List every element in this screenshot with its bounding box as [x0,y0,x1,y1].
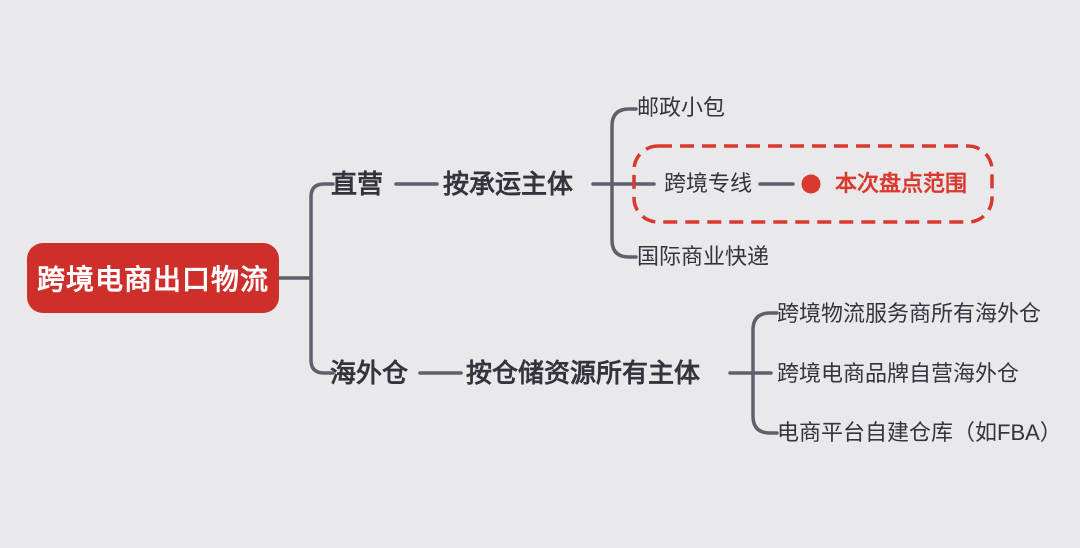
root-node: 跨境电商出口物流 [27,243,279,313]
scope-highlight-label: 本次盘点范围 [835,171,968,196]
scope-dot-icon [801,174,821,194]
node-overseas-warehouse: 海外仓 [330,358,409,388]
connector-warehouse-bracket [751,311,779,435]
node-brand-warehouse: 跨境电商品牌自营海外仓 [777,361,1020,386]
connector-main-bracket [309,182,335,375]
node-crossborder-line: 跨境专线 [664,171,753,196]
node-warehouse-criterion: 按仓储资源所有主体 [466,358,701,388]
node-carrier-criterion: 按承运主体 [443,169,574,199]
node-intl-express: 国际商业快递 [637,244,770,269]
node-platform-warehouse: 电商平台自建仓库（如FBA） [777,420,1062,445]
connector-carrier-bracket [610,107,638,259]
node-postal-parcel: 邮政小包 [637,95,726,120]
node-direct-shipping: 直营 [331,169,384,199]
node-3pl-warehouse: 跨境物流服务商所有海外仓 [777,301,1042,326]
scope-dashed-box [632,144,994,224]
